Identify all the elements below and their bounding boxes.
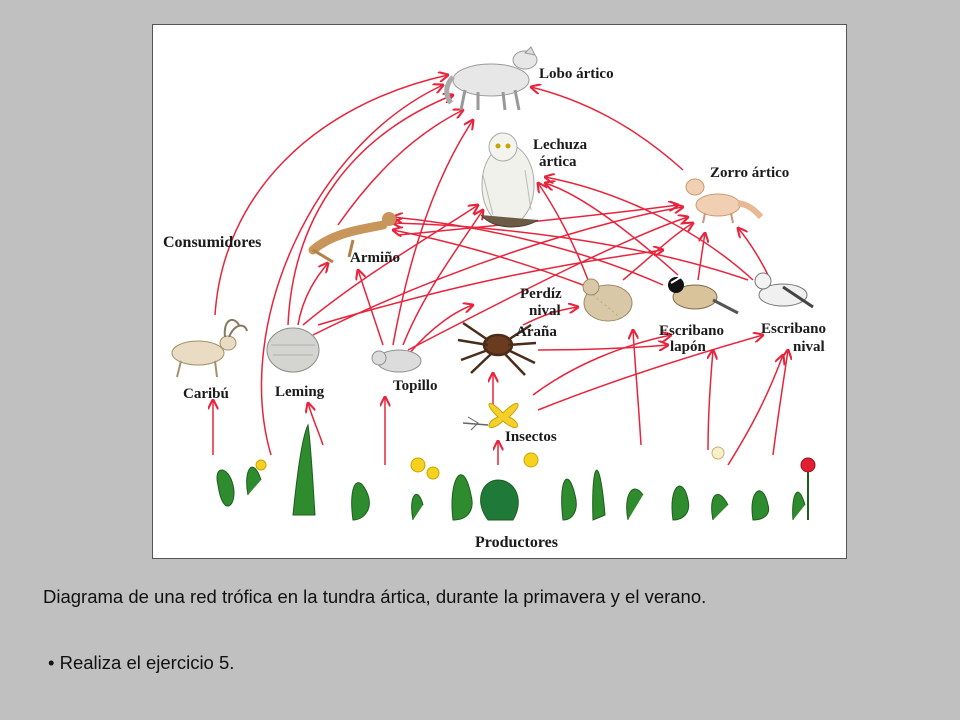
label-producers: Productores — [475, 534, 558, 551]
label-ptarmigan-line2: nival — [529, 303, 561, 319]
arrow-producer-lapland — [708, 350, 713, 451]
lapland-bunting-illustration — [668, 276, 739, 315]
arrow-lemming-stoat-2 — [317, 250, 663, 326]
arrow-vole-wolf — [392, 120, 473, 346]
ptarmigan-illustration — [582, 278, 633, 322]
label-insects: Insectos — [505, 429, 557, 445]
feeding-arrows — [213, 75, 788, 466]
arrow-lapland-fox — [697, 233, 705, 281]
arrow-producer-wolf — [260, 85, 443, 456]
label-snow-line1: Escribano — [761, 321, 826, 337]
task-bullet: • Realiza el ejercicio 5. — [48, 652, 235, 673]
label-wolf: Lobo ártico — [539, 66, 614, 82]
arrow-vole-fox — [407, 217, 688, 351]
arrow-lemming-fox — [312, 207, 683, 336]
arrow-vole-owl — [402, 210, 483, 346]
owl-illustration — [480, 132, 539, 228]
fox-illustration — [685, 178, 764, 224]
food-web-svg: Lobo ártico Lechuza ártica Zorro ártico … — [163, 46, 826, 551]
label-spider: Araña — [516, 324, 557, 340]
label-owl-line2: ártica — [539, 154, 577, 170]
label-snow-line2: nival — [793, 339, 825, 355]
diagram-caption: Diagrama de una red trófica en la tundra… — [43, 586, 707, 607]
arrow-lemming-wolf — [287, 95, 453, 326]
label-fox: Zorro ártico — [710, 165, 789, 181]
arrow-spider-ptarmigan — [522, 307, 578, 326]
label-stoat: Armiño — [350, 250, 400, 266]
arrow-lapland-stoat — [393, 217, 664, 286]
arrow-lapland-owl — [545, 183, 679, 276]
food-web-diagram: Lobo ártico Lechuza ártica Zorro ártico … — [152, 24, 847, 559]
arrow-producer-snow-2 — [727, 355, 783, 466]
arrow-lemming-stoat — [297, 263, 328, 326]
vole-illustration — [371, 349, 422, 373]
arrow-producer-snow — [772, 350, 788, 456]
arrow-caribou-wolf — [214, 75, 448, 316]
arrow-stoat-wolf — [337, 110, 463, 226]
wolf-illustration — [444, 46, 538, 111]
lemming-illustration — [266, 327, 320, 373]
arrow-lemming-owl — [302, 205, 478, 326]
snow-bunting-illustration — [754, 272, 814, 309]
caribou-illustration — [171, 318, 248, 378]
label-owl-line1: Lechuza — [533, 137, 588, 153]
stoat-illustration — [308, 212, 396, 264]
arrow-fox-wolf — [531, 87, 684, 171]
arrow-vole-stoat — [358, 270, 384, 346]
arrow-vole-spider-area — [407, 305, 473, 356]
label-caribou: Caribú — [183, 386, 229, 402]
arrow-insects-lapland — [532, 335, 671, 396]
label-consumers: Consumidores — [163, 234, 261, 251]
label-vole: Topillo — [393, 378, 437, 394]
arrow-spider-lapland — [537, 345, 668, 350]
label-lemming: Leming — [275, 384, 325, 400]
arrow-stoat-fox — [397, 205, 678, 236]
arrow-producer-lemming — [308, 403, 324, 446]
label-lapland-line1: Escribano — [659, 323, 724, 339]
label-ptarmigan-line1: Perdíz — [520, 286, 562, 302]
producer-plants — [216, 423, 816, 521]
arrow-producer-ptarmigan — [633, 330, 642, 446]
spider-illustration — [457, 321, 537, 376]
arrow-insects-snow — [537, 335, 763, 411]
label-lapland-line2: lapón — [670, 339, 707, 355]
arrow-snow-fox — [738, 228, 769, 276]
insects-illustration — [462, 403, 519, 431]
arrow-ptarmigan-fox — [622, 223, 693, 281]
